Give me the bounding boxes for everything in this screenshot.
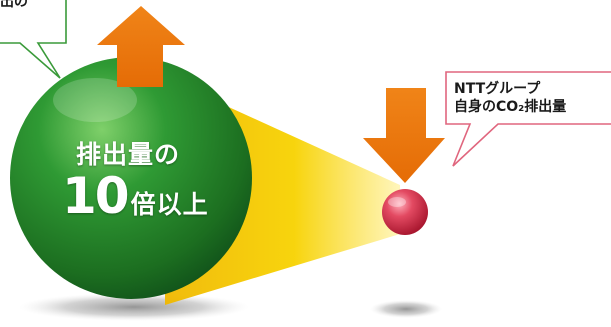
big-ball	[10, 57, 252, 299]
small-ball	[382, 189, 428, 235]
callout-right-line2: 自身のCO₂排出量	[454, 99, 567, 115]
small-ball-highlight	[388, 197, 406, 207]
up-arrow-icon	[97, 6, 185, 87]
callout-left-text: 出の	[0, 0, 28, 10]
callout-right-bubble	[445, 71, 611, 167]
big-ball-line2: 10 倍以上	[62, 168, 209, 224]
callout-left-bubble	[0, 0, 67, 79]
big-ball-number: 10	[62, 167, 130, 225]
small-ball-shadow	[370, 300, 442, 318]
big-ball-line1: 排出量の	[76, 140, 181, 169]
big-ball-suffix: 倍以上	[130, 190, 209, 219]
big-ball-shadow	[19, 293, 249, 321]
callout-right-line1: NTTグループ	[454, 81, 541, 97]
big-ball-highlight	[53, 78, 137, 122]
down-arrow-icon	[363, 88, 445, 183]
